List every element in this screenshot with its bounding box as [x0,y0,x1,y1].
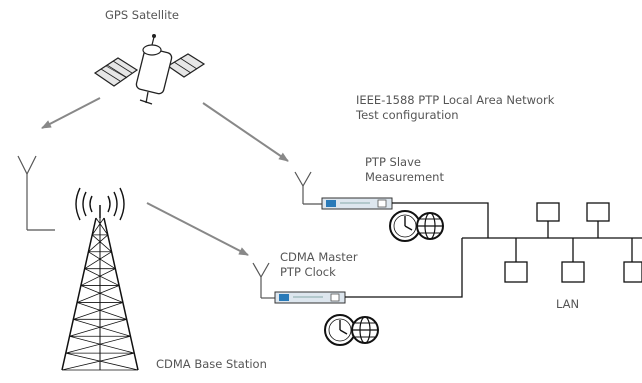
ptp-clock-label: PTP Clock [280,265,336,279]
lan-node-icon [504,261,528,283]
cell-tower-icon [61,187,139,371]
antenna-icon [17,155,55,231]
signal-arrow [146,202,249,256]
lan-node-icon [561,261,585,283]
satellite-icon [93,34,206,105]
lan-node-icon [536,202,560,222]
lan-node-icon [586,202,610,222]
clock-icon [324,314,356,346]
clock-icon [389,210,421,242]
globe-icon [351,316,379,344]
globe-icon [416,212,444,240]
antenna-icon [294,171,322,205]
rack-device-icon [321,197,393,210]
cdma-master-label: CDMA Master [280,250,358,264]
ptp-slave-label: PTP Slave [365,155,421,169]
antenna-icon [252,262,275,299]
network-title-line1: IEEE-1588 PTP Local Area Network [356,93,555,107]
cdma-base-station-label: CDMA Base Station [156,357,267,371]
signal-arrow [41,97,101,129]
ptp-slave-measurement-label: Measurement [365,170,444,184]
lan-node-icon [623,261,642,283]
lan-label: LAN [556,297,580,311]
signal-arrow [202,102,289,162]
gps-satellite-label: GPS Satellite [105,8,179,22]
rack-device-icon [274,291,346,304]
lan-wiring [345,202,642,298]
network-title-line2: Test configuration [356,108,459,122]
